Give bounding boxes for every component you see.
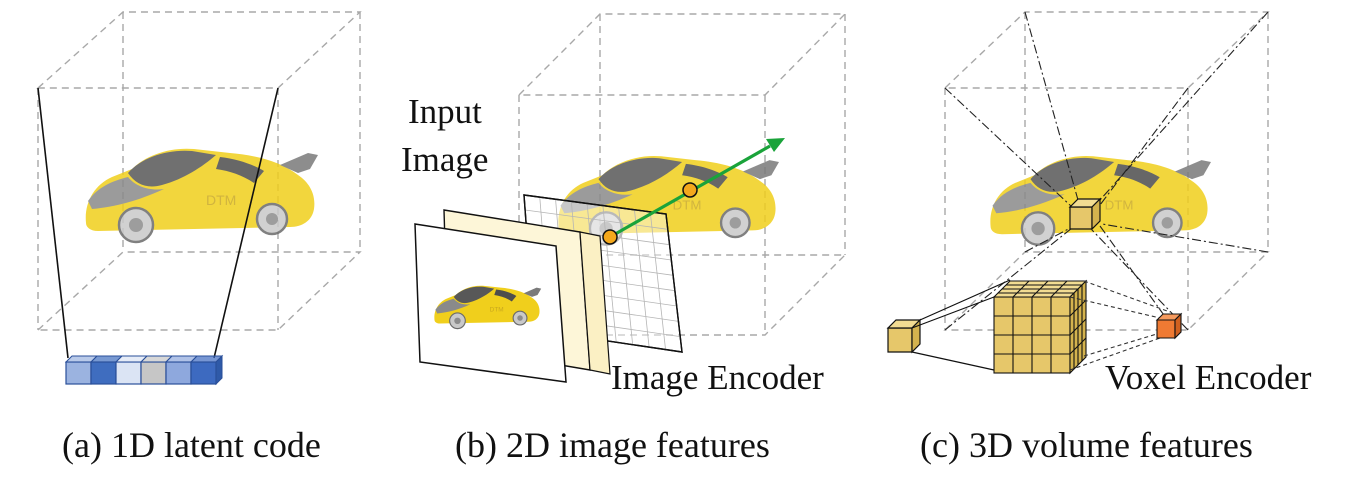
latent-code-cell	[90, 361, 117, 385]
input-voxel	[886, 318, 922, 354]
voxel-grid-line	[1069, 337, 1087, 355]
caption-a: (a) 1D latent code	[62, 425, 321, 465]
grid-line	[649, 211, 666, 350]
input-image-label-line2: Image	[401, 140, 489, 179]
panel-c	[886, 11, 1270, 375]
latent-code-cell	[115, 361, 142, 385]
sample-point-3d	[682, 182, 698, 198]
panel-a	[36, 11, 362, 386]
encoder-output-links	[1069, 280, 1171, 371]
latent-code-side	[215, 354, 223, 386]
car-render	[989, 154, 1213, 246]
voxel-encoder-label: Voxel Encoder	[1105, 358, 1312, 397]
sample-point-projected	[602, 229, 618, 245]
car-render	[84, 147, 320, 244]
image-encoder-label: Image Encoder	[611, 358, 824, 397]
grid-line	[634, 209, 650, 348]
voxel-links	[911, 279, 1011, 371]
voxel-grid-line	[1050, 280, 1068, 298]
input-image-plane	[414, 223, 567, 383]
panel-b	[414, 13, 847, 383]
grid-line	[602, 205, 617, 343]
latent-code-cell	[165, 361, 192, 385]
output-feature-voxel	[1155, 312, 1183, 340]
latent-code-vector	[64, 354, 224, 386]
caption-c: (c) 3D volume features	[920, 425, 1253, 465]
projection-lines	[37, 87, 279, 359]
voxel-grid-line	[1069, 318, 1087, 336]
frustum-lines	[944, 11, 1269, 331]
input-image-label-line1: Input	[408, 92, 482, 131]
voxel-feature-grid	[992, 279, 1088, 375]
latent-code-cell	[140, 361, 167, 385]
query-voxel	[1068, 197, 1102, 231]
grid-line	[525, 209, 668, 230]
latent-code-cell	[65, 361, 92, 385]
latent-code-cell	[190, 361, 217, 385]
caption-b: (b) 2D image features	[455, 425, 770, 465]
